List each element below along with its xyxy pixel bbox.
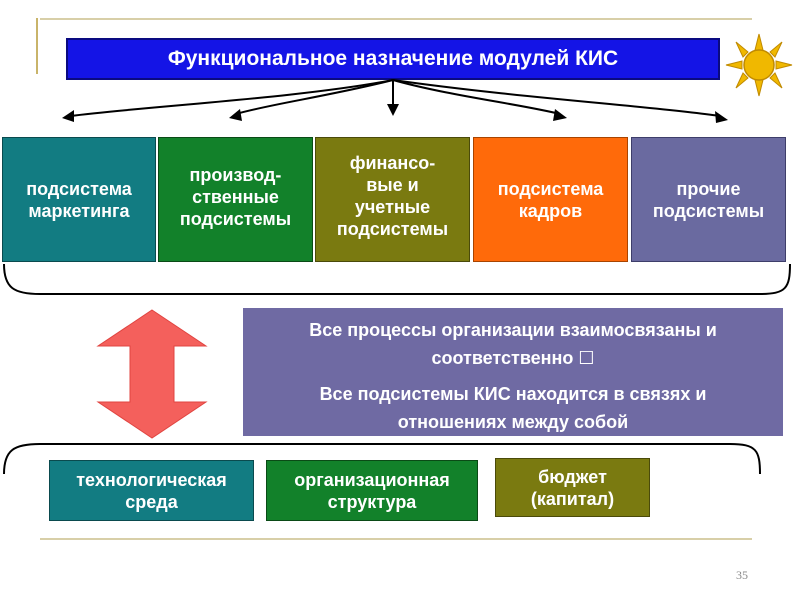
foundation-label: организационная	[294, 469, 450, 490]
foundation-label: технологическая	[76, 469, 227, 490]
info-line: соответственно ☐	[431, 348, 595, 368]
foundation-label: (капитал)	[530, 488, 615, 509]
foundation-label: структура	[327, 491, 417, 512]
subsystem-label: кадров	[518, 201, 583, 221]
subsystem-label: производ-	[189, 165, 282, 185]
foundation-label: бюджет	[538, 466, 607, 487]
subsystem-production: производ- ственные подсистемы	[158, 137, 313, 262]
subsystem-label: подсистема	[497, 179, 604, 199]
subsystem-hr: подсистема кадров	[473, 137, 628, 262]
info-line: Все процессы организации взаимосвязаны и	[309, 320, 717, 340]
subsystem-label: подсистемы	[652, 201, 765, 221]
slide-title: Функциональное назначение модулей КИС	[66, 38, 720, 80]
bottom-rule	[40, 538, 752, 540]
subsystem-label: вые и	[366, 175, 419, 195]
subsystem-label: подсистемы	[179, 209, 292, 229]
foundation-budget: бюджет (капитал)	[495, 458, 650, 517]
page-number: 35	[736, 568, 748, 582]
top-rule	[40, 18, 752, 20]
foundations-brace	[3, 443, 761, 475]
sun-icon	[725, 33, 793, 97]
subsystem-label: маркетинга	[28, 200, 130, 221]
info-line: отношениях между собой	[397, 412, 629, 432]
subsystem-label: ственные	[192, 187, 279, 207]
left-rule	[36, 18, 38, 74]
subsystem-label: прочие	[676, 179, 741, 199]
subsystem-other: прочие подсистемы	[631, 137, 786, 262]
info-line: Все подсистемы КИС находится в связях и	[319, 384, 707, 404]
foundation-label: среда	[125, 491, 178, 512]
subsystem-label: подсистема	[26, 178, 132, 199]
foundation-tech-environment: технологическая среда	[49, 460, 254, 521]
subsystem-label: финансо-	[349, 153, 436, 173]
connector-arrows	[62, 79, 728, 123]
subsystem-label: подсистемы	[336, 219, 449, 239]
subsystem-label: учетные	[354, 197, 431, 217]
foundation-org-structure: организационная структура	[266, 460, 478, 521]
subsystems-brace	[3, 263, 791, 295]
double-arrow-icon	[96, 309, 208, 439]
subsystem-finance: финансо- вые и учетные подсистемы	[315, 137, 470, 262]
subsystem-marketing: подсистема маркетинга	[2, 137, 156, 262]
info-box: Все процессы организации взаимосвязаны и…	[243, 308, 783, 436]
